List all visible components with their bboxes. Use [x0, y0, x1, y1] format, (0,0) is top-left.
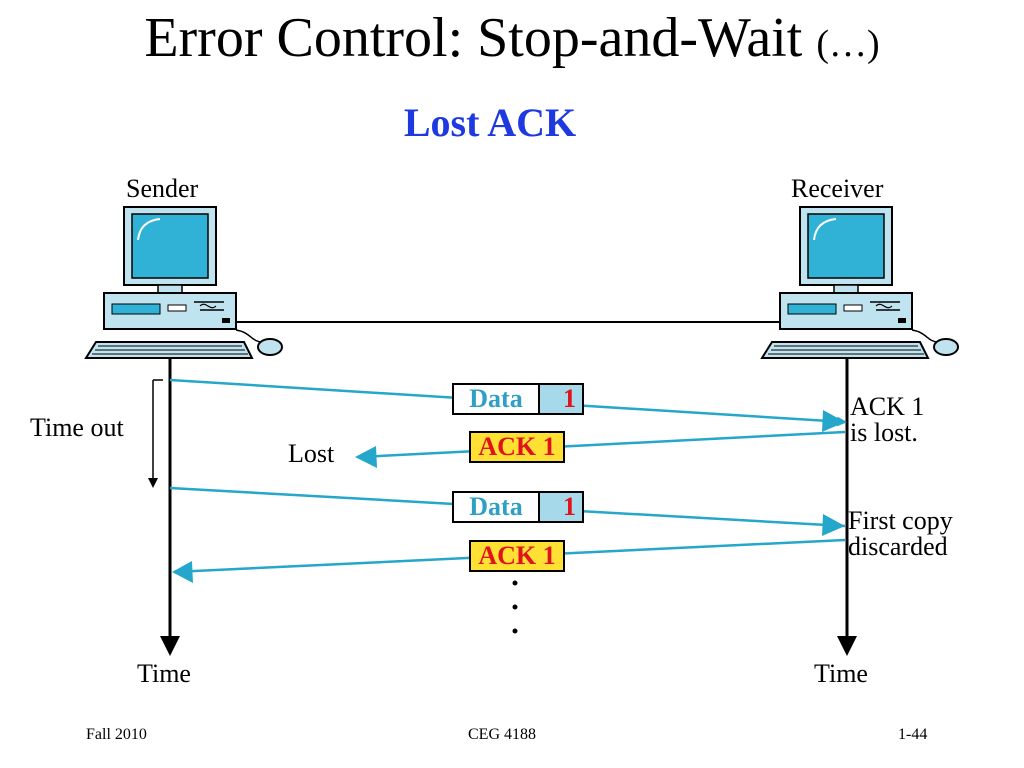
data-frame-label: Data	[454, 385, 538, 413]
slide-subtitle: Lost ACK	[403, 100, 577, 145]
ack-frame-1-path	[359, 430, 846, 459]
lost-label: Lost	[288, 439, 335, 468]
receiver-computer-icon	[760, 206, 959, 359]
data-frame-seq: 1	[538, 385, 582, 413]
footer-slide-number: 1-44	[898, 726, 928, 743]
sender-label: Sender	[126, 174, 199, 203]
footer-date: Fall 2010	[86, 726, 147, 743]
ack-frame-2-arrowhead	[172, 561, 193, 583]
ack-frame-1-arrowhead	[355, 446, 377, 468]
data-frame: Data 1	[452, 383, 584, 415]
continuation-dot	[512, 580, 518, 586]
sender-time-arrowhead	[160, 636, 180, 656]
continuation-dot	[512, 604, 518, 610]
data-frame-label: Data	[454, 493, 538, 521]
data-frame-2-arrowhead	[822, 514, 845, 536]
data-frame: Data 1	[452, 491, 584, 523]
slide-title: Error Control: Stop-and-Wait (…)	[0, 2, 1024, 80]
discard-note-line: First copy	[848, 506, 953, 535]
receiver-time-label: Time	[814, 659, 868, 688]
sender-computer-icon	[84, 206, 283, 359]
receiver-label: Receiver	[791, 174, 884, 203]
ack-frame: ACK 1	[469, 431, 565, 463]
slide-title-text: Error Control: Stop-and-Wait	[144, 7, 803, 69]
ack-lost-note-line: ACK 1	[850, 392, 925, 421]
discard-note: First copy discarded	[848, 508, 953, 560]
ack-frame: ACK 1	[469, 540, 565, 572]
discard-note-line: discarded	[848, 532, 948, 561]
ack-lost-note-line: is lost.	[850, 418, 918, 447]
slide-title-suffix: (…)	[816, 23, 880, 65]
timeout-label: Time out	[30, 413, 124, 442]
continuation-dot	[512, 628, 518, 634]
timeout-bracket	[148, 379, 163, 488]
data-frame-seq: 1	[538, 493, 582, 521]
receiver-time-arrowhead	[837, 636, 857, 656]
footer-course: CEG 4188	[468, 726, 536, 743]
ack-lost-note: ACK 1 is lost.	[850, 394, 924, 446]
data-frame-1-arrowhead	[822, 410, 845, 432]
sender-time-label: Time	[137, 659, 191, 688]
